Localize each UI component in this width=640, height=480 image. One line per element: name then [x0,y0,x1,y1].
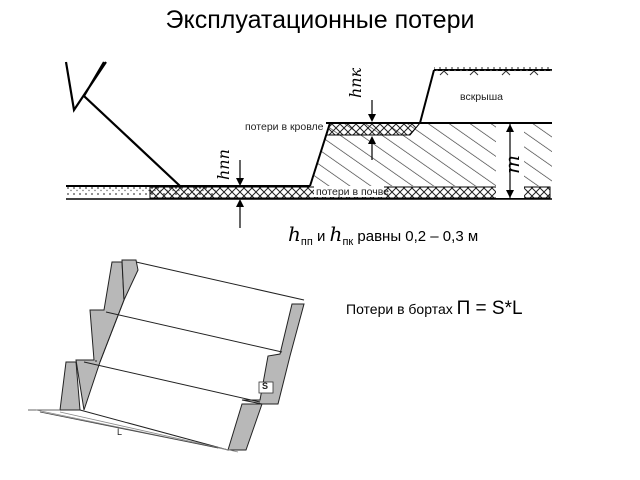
cross-section-diagram [64,61,552,228]
l-dimension-line [39,411,219,449]
subscript-pk: пк [342,236,354,248]
overburden-label: вскрыша [460,91,503,103]
h-symbol-1: h [288,222,301,246]
bench-diagram [28,259,305,453]
s-area-label: S [262,381,269,391]
ground-strip-left [66,186,216,195]
roof-loss-band [325,122,422,136]
h-symbol-2: h [329,222,343,246]
m-thickness-label: m [500,155,524,174]
hpp-label: hпп [214,149,233,180]
thickness-equation: hпп и hпк равны 0,2 – 0,3 м [288,222,478,248]
side-losses-text: Потери в бортах П = S*L [346,298,523,320]
roof-loss-label: потери в кровле [245,121,324,133]
hpk-label: hпк [346,67,365,98]
right-wall-loss [227,403,263,451]
floor-loss-label: потери в почве [316,186,390,198]
page-title: Эксплуатационные потери [165,6,475,34]
and-word: и [316,228,326,245]
coal-seam [310,123,552,186]
side-losses-label: Потери в бортах [346,301,453,317]
left-slope-line [64,61,181,187]
equation-value-text: равны 0,2 – 0,3 м [357,228,479,245]
overburden-surface [434,66,552,72]
subscript-pp: пп [300,236,313,248]
l-length-label: L [117,427,123,437]
side-losses-formula: П = S*L [456,298,523,319]
